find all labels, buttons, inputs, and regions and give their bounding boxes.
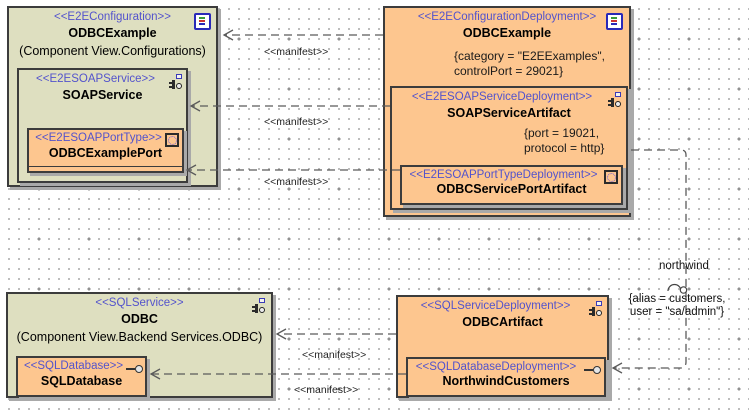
spec-icon (194, 13, 211, 30)
northwind-customers-box[interactable]: <<SQLDatabaseDeployment>> NorthwindCusto… (406, 357, 606, 397)
arrowhead-icon (611, 362, 623, 374)
port-type-name: ODBCExamplePort (48, 146, 163, 160)
port-artifact-name: ODBCServicePortArtifact (436, 182, 587, 196)
component-icon (607, 92, 622, 108)
soap-service-stereotype: <<E2ESOAPService>> (36, 73, 155, 85)
spec-icon (606, 13, 623, 30)
manifest-label-1[interactable]: <<manifest>> (264, 46, 329, 58)
sql-service-qualifier: (Component View.Backend Services.ODBC) (16, 330, 263, 344)
northwind-connector-properties[interactable]: {alias = customers, user = "sa/admin"} (628, 293, 726, 318)
sql-database-stereotype: <<SQLDatabase>> (23, 360, 124, 372)
port-icon (165, 133, 179, 147)
soap-artifact-properties: {port = 19021, protocol = http} (524, 126, 605, 155)
config-qualifier: (Component View.Configurations) (19, 44, 206, 58)
port-icon (604, 170, 618, 184)
northwind-connector-name[interactable]: northwind (659, 260, 709, 272)
manifest-label-2[interactable]: <<manifest>> (264, 116, 329, 128)
northwind-customers-stereotype: <<SQLDatabaseDeployment>> (415, 361, 577, 373)
sql-service-stereotype: <<SQLService>> (95, 297, 184, 309)
sql-database-name: SQLDatabase (40, 374, 123, 388)
sql-deployment-stereotype: <<SQLServiceDeployment>> (420, 300, 571, 312)
component-icon (251, 298, 266, 314)
northwind-customers-name: NorthwindCustomers (442, 374, 570, 388)
soap-artifact-name: SOAPServiceArtifact (447, 106, 571, 120)
manifest-label-4[interactable]: <<manifest>> (302, 349, 367, 361)
arrowhead-icon (275, 328, 287, 340)
arrowhead-icon (222, 29, 234, 41)
config-deployment-properties: {category = "E2EExamples", controlPort =… (454, 49, 605, 78)
sql-database-box[interactable]: <<SQLDatabase>> SQLDatabase (16, 356, 147, 397)
sql-deployment-name: ODBCArtifact (462, 315, 543, 329)
component-icon (168, 74, 183, 90)
sql-service-name: ODBC (121, 312, 158, 326)
manifest-label-3[interactable]: <<manifest>> (264, 176, 329, 188)
config-stereotype: <<E2EConfiguration>> (53, 11, 171, 23)
lollipop-interface-icon (584, 366, 601, 374)
component-icon (588, 301, 603, 317)
manifest-label-5[interactable]: <<manifest>> (294, 384, 359, 396)
port-artifact-box[interactable]: <<E2ESOAPPortTypeDeployment>> ODBCServic… (400, 165, 623, 205)
soap-service-name: SOAPService (62, 88, 143, 102)
port-type-box[interactable]: <<E2ESOAPPortType>> ODBCExamplePort (27, 128, 184, 173)
ball-socket-icon (667, 283, 688, 294)
config-name: ODBCExample (68, 26, 157, 40)
soap-artifact-stereotype: <<E2ESOAPServiceDeployment>> (411, 91, 593, 103)
compartment-divider (29, 166, 182, 167)
lollipop-interface-icon (126, 365, 143, 373)
port-artifact-stereotype: <<E2ESOAPPortTypeDeployment>> (409, 169, 598, 181)
config-deployment-stereotype: <<E2EConfigurationDeployment>> (417, 11, 597, 23)
config-deployment-name: ODBCExample (462, 26, 552, 40)
port-type-stereotype: <<E2ESOAPPortType>> (35, 132, 162, 144)
